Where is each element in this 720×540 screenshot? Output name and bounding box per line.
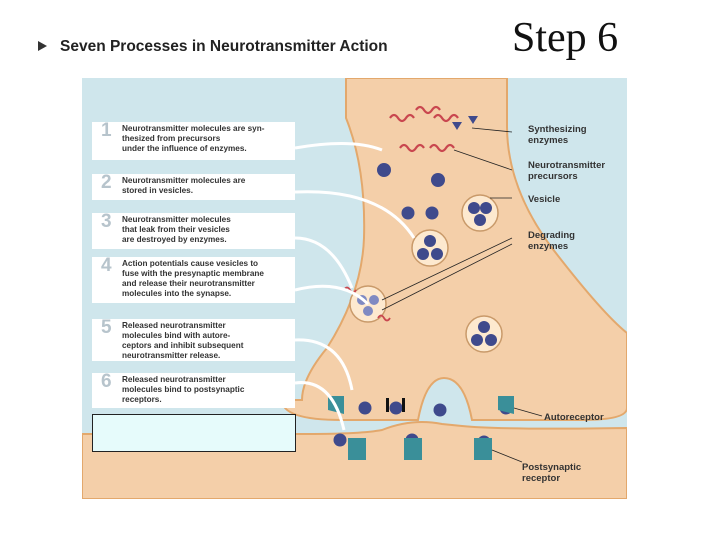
label-neurotransmitter-precursors: Neurotransmitter precursors <box>528 160 606 182</box>
precursor-molecule <box>377 163 391 177</box>
step-number: 1 <box>101 120 112 141</box>
neurotransmitter-figure: 1 Neurotransmitter molecules are syn- th… <box>82 78 627 499</box>
precursor-molecule <box>468 116 478 124</box>
step-text: Action potentials cause vesicles to fuse… <box>122 259 264 298</box>
vesicle-full <box>411 229 449 267</box>
label-degrading-enzymes: Degrading enzymes <box>528 230 575 252</box>
neurotransmitter-molecule <box>401 206 415 220</box>
released-molecule <box>433 403 447 417</box>
precursor-molecule <box>452 122 462 130</box>
step-4: 4 Action potentials cause vesicles to fu… <box>92 255 295 303</box>
label-synthesizing-enzymes: Synthesizing enzymes <box>528 124 587 146</box>
precursor-molecule <box>431 173 445 187</box>
step-1: 1 Neurotransmitter molecules are syn- th… <box>92 120 295 160</box>
precursors-group <box>377 116 478 187</box>
step-text: Released neurotransmitter molecules bind… <box>122 375 245 404</box>
neurotransmitter-molecule <box>425 206 439 220</box>
enzyme-coil <box>399 143 425 153</box>
synthesizing-enzymes-group <box>389 105 459 153</box>
label-postsynaptic-receptor: Postsynaptic receptor <box>522 462 582 484</box>
header-title: Seven Processes in Neurotransmitter Acti… <box>60 38 388 55</box>
step-text: Released neurotransmitter molecules bind… <box>122 321 244 360</box>
step-3: 3 Neurotransmitter molecules that leak f… <box>92 211 295 249</box>
presynaptic-terminal <box>280 78 627 421</box>
enzyme-coil <box>389 113 415 123</box>
step-number: 4 <box>101 255 112 276</box>
label-vesicle: Vesicle <box>528 194 561 205</box>
released-molecule <box>358 401 372 415</box>
step-number: 5 <box>101 317 112 338</box>
postsynaptic-receptors <box>348 438 492 460</box>
released-molecule <box>333 433 347 447</box>
step-text: Neurotransmitter molecules are syn- thes… <box>122 124 265 153</box>
vesicle-full <box>465 315 503 353</box>
step-5: 5 Released neurotransmitter molecules bi… <box>92 317 295 361</box>
released-molecule <box>389 401 403 415</box>
step-title: Step 6 <box>512 15 619 61</box>
step-text: Neurotransmitter molecules that leak fro… <box>122 215 231 244</box>
step-7-blank-box <box>92 414 296 452</box>
step-6: 6 Released neurotransmitter molecules bi… <box>92 371 295 408</box>
degrading-enzyme <box>377 314 391 322</box>
enzyme-coil <box>433 113 459 123</box>
step-arrows <box>294 142 416 431</box>
label-autoreceptor: Autoreceptor <box>544 412 604 423</box>
step-text: Neurotransmitter molecules are stored in… <box>122 176 246 195</box>
vesicle-full <box>461 194 499 232</box>
step-2: 2 Neurotransmitter molecules are stored … <box>92 172 295 200</box>
header-arrow-icon <box>38 41 47 51</box>
leader-lines <box>381 127 543 463</box>
step-number: 2 <box>101 172 112 193</box>
step-number: 6 <box>101 371 112 392</box>
enzyme-coil <box>415 105 441 115</box>
enzyme-coil <box>429 143 455 153</box>
step-number: 3 <box>101 211 112 232</box>
